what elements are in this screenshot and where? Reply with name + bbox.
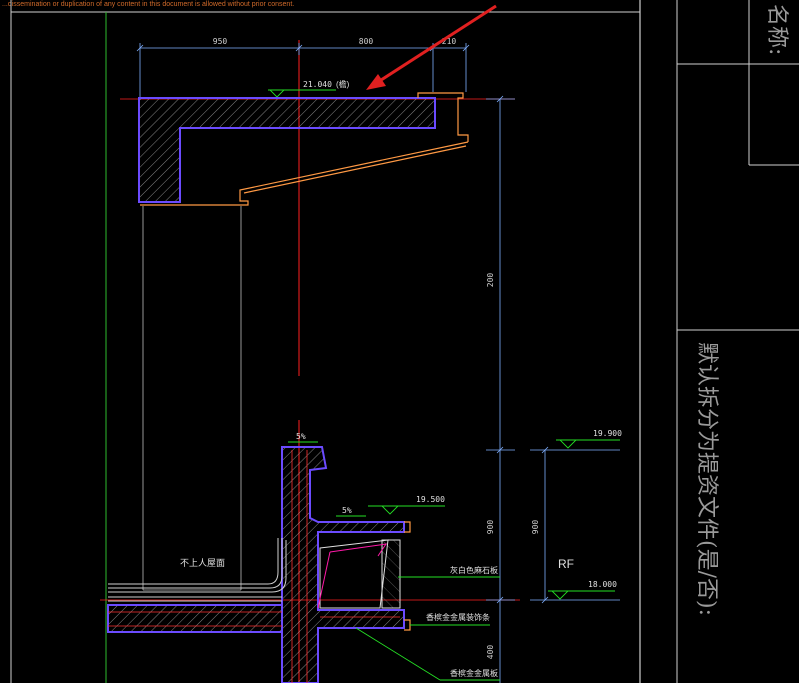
dim-label-right-1: 900	[486, 520, 495, 535]
level-label-top-note: (檐)	[336, 79, 350, 89]
level-label-19900: 19.900	[593, 429, 622, 438]
callout-alu-panel: 香槟金金属板	[450, 668, 498, 678]
slope-label-1: 5%	[296, 432, 306, 441]
level-mark-19900	[556, 439, 620, 449]
level-mark-rf	[548, 590, 615, 600]
dim-label-bottom: 400	[486, 645, 495, 660]
upper-cladding-profile	[140, 92, 469, 206]
top-dimension-chain	[136, 43, 470, 100]
title-name-label: 名称:	[764, 4, 789, 55]
upper-concrete-cornice	[138, 97, 436, 203]
rf-label: RF	[558, 557, 574, 571]
slope-label-2: 5%	[342, 506, 352, 515]
insulation-line-side	[317, 551, 331, 609]
roof-slab	[107, 604, 283, 633]
dim-label-right-2: 900	[531, 520, 540, 535]
level-mark-top	[268, 89, 336, 98]
callout-stone: 灰白色麻石板	[450, 565, 498, 575]
drawing-frame	[10, 0, 799, 683]
rebar-lines	[108, 450, 400, 683]
level-label-top: 21.040	[303, 80, 332, 89]
dim-label-950: 950	[213, 37, 228, 46]
dim-label-800: 800	[359, 37, 374, 46]
dim-label-tall: 200	[486, 273, 495, 288]
glazing-frame-lines	[142, 206, 242, 591]
leader-alu-panel	[355, 627, 500, 681]
level-mark-19500	[368, 505, 445, 515]
pointer-arrow	[366, 4, 497, 90]
copyright-notice: ...dissemination or duplication of any c…	[2, 1, 294, 8]
level-label-rf: 18.000	[588, 580, 617, 589]
dim-label-210: 210	[442, 37, 457, 46]
level-label-19500: 19.500	[416, 495, 445, 504]
stone-cladding	[319, 539, 401, 609]
callout-alu-deco: 香槟金金属装饰条	[426, 612, 490, 622]
roof-label: 不上人屋面	[180, 558, 225, 568]
roof-membrane	[108, 538, 287, 602]
insulation-line-top	[329, 543, 388, 557]
title-approval-label: 默认拆分为提资文件(是/否):	[694, 342, 719, 616]
right-dimension-chain	[486, 95, 620, 683]
parapet-concrete	[281, 446, 405, 683]
